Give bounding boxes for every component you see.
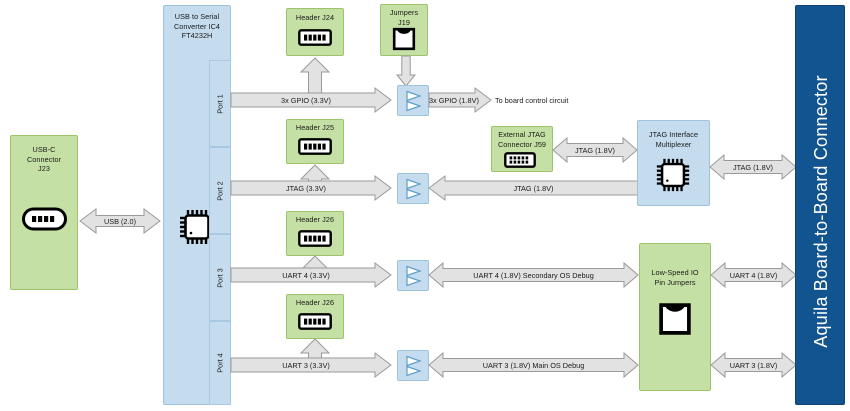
arrow-uart3-1v8-debug: [428, 351, 639, 379]
gpio-destination-text: To board control circuit: [495, 96, 569, 105]
arrow-uart3-3v3: [230, 352, 392, 378]
block-external-jtag-connector-j59[interactable]: [491, 126, 553, 172]
level-shifter-buffer-icon: [406, 90, 422, 112]
pin-header-icon: [298, 313, 332, 330]
arrow-jtag-1v8-buffer-to-mux: [428, 175, 639, 201]
jumper-icon: [659, 303, 691, 335]
pin-header-icon: [298, 230, 332, 247]
arrow-jtag-1v8-external: [552, 136, 638, 164]
block-level-shifter-port2[interactable]: [397, 173, 429, 204]
level-shifter-buffer-icon: [406, 355, 422, 377]
arrow-jtag-3v3: [230, 175, 392, 201]
pin-header-icon: [298, 138, 332, 155]
arrow-jtag-1v8-to-connector: [709, 153, 797, 181]
port-label-3: Port 3: [215, 267, 225, 288]
arrow-uart4-1v8-debug: [428, 261, 639, 289]
port-cell-4[interactable]: Port 4: [209, 321, 231, 405]
port-cell-3[interactable]: Port 3: [209, 234, 231, 321]
block-level-shifter-port4[interactable]: [397, 350, 429, 381]
port-label-4: Port 4: [215, 353, 225, 373]
block-aquila-board-to-board-connector[interactable]: Aquila Board-to-Board Connector: [795, 5, 845, 405]
arrow-3x-gpio-1v8: [428, 87, 492, 113]
ic-chip-icon: [656, 158, 690, 192]
arrow-usb-2-0: [79, 208, 161, 234]
jtag-connector-icon: [504, 152, 536, 168]
block-level-shifter-port1[interactable]: [397, 85, 429, 116]
arrow-jumpers-j19-to-buffer: [395, 55, 417, 87]
board-to-board-connector-label: Aquila Board-to-Board Connector: [810, 75, 831, 348]
port-label-1: Port 1: [215, 93, 225, 114]
level-shifter-buffer-icon: [406, 178, 422, 200]
arrow-uart4-3v3: [230, 262, 392, 288]
level-shifter-buffer-icon: [406, 265, 422, 287]
arrow-uart4-1v8-to-connector: [710, 261, 797, 289]
jumper-icon: [392, 27, 416, 51]
port-cell-2[interactable]: Port 2: [209, 147, 231, 234]
port-label-2: Port 2: [215, 180, 225, 201]
block-level-shifter-port3[interactable]: [397, 260, 429, 291]
usb-c-connector-icon: [22, 207, 67, 231]
arrow-uart3-1v8-to-connector: [710, 351, 797, 379]
port-cell-1[interactable]: Port 1: [209, 60, 231, 147]
pin-header-icon: [298, 29, 332, 46]
arrow-3x-gpio-3v3: [230, 87, 392, 113]
